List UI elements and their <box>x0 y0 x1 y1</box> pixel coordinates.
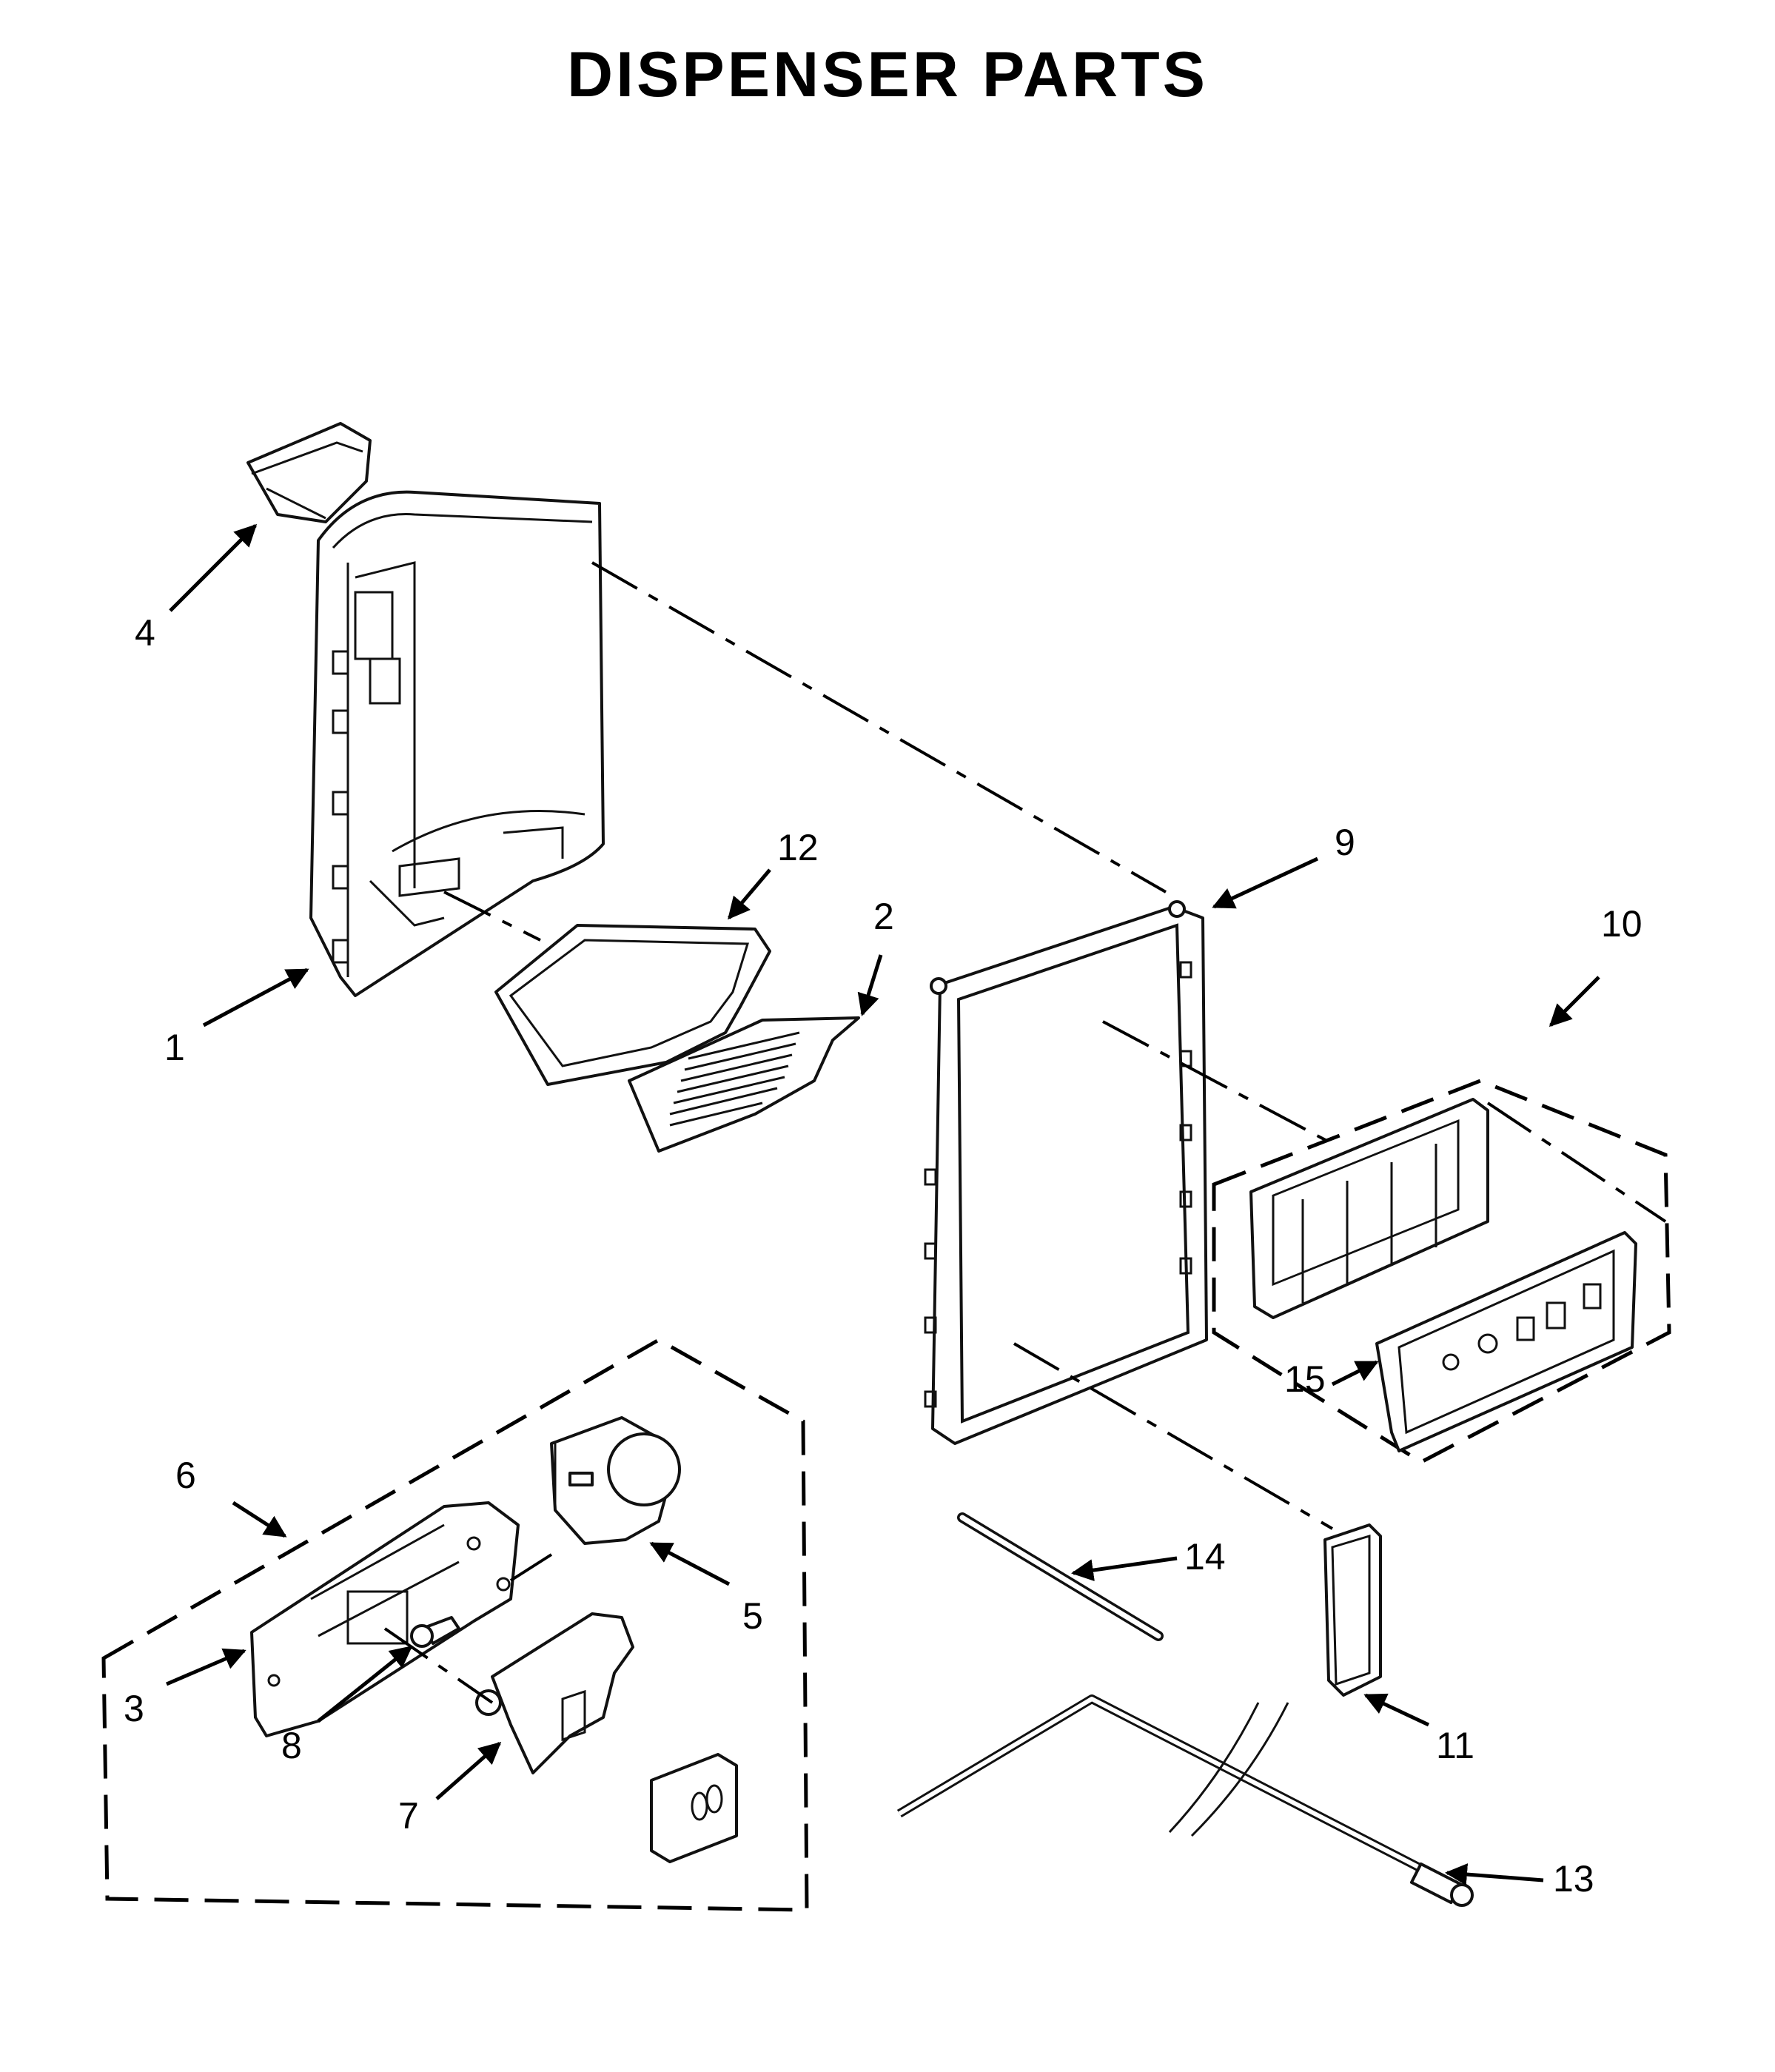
part-10-control-assembly <box>1212 1079 1671 1464</box>
callout-11: 11 <box>1436 1725 1474 1766</box>
part-4-cup <box>246 422 372 523</box>
callout-9: 9 <box>1335 822 1355 863</box>
callout-3: 3 <box>124 1688 144 1729</box>
callout-7: 7 <box>398 1795 419 1837</box>
callout-2: 2 <box>873 896 894 937</box>
callout-15: 15 <box>1284 1358 1326 1400</box>
callout-6: 6 <box>175 1455 196 1496</box>
callout-labels: 4 1 12 2 9 10 15 6 5 3 8 7 14 11 13 <box>124 612 1643 1900</box>
guide-lines <box>383 561 1667 1704</box>
callout-14: 14 <box>1184 1536 1226 1578</box>
part-2-grille <box>628 1016 860 1153</box>
part-1-housing <box>309 490 605 997</box>
page-title: DISPENSER PARTS <box>567 39 1208 110</box>
callout-13: 13 <box>1553 1858 1594 1900</box>
callout-12: 12 <box>777 827 819 868</box>
part-11-cover <box>1323 1523 1382 1697</box>
part-13-tube <box>896 1694 1474 1907</box>
callout-5: 5 <box>742 1595 763 1637</box>
callout-4: 4 <box>135 612 155 654</box>
callout-1: 1 <box>164 1027 185 1068</box>
callout-10: 10 <box>1601 903 1643 945</box>
part-12-drip-tray <box>494 924 771 1086</box>
callout-8: 8 <box>281 1725 302 1766</box>
leader-arrows <box>166 523 1600 1886</box>
part-9-frame <box>924 900 1208 1445</box>
part-6-motor-assembly <box>101 1338 809 1912</box>
